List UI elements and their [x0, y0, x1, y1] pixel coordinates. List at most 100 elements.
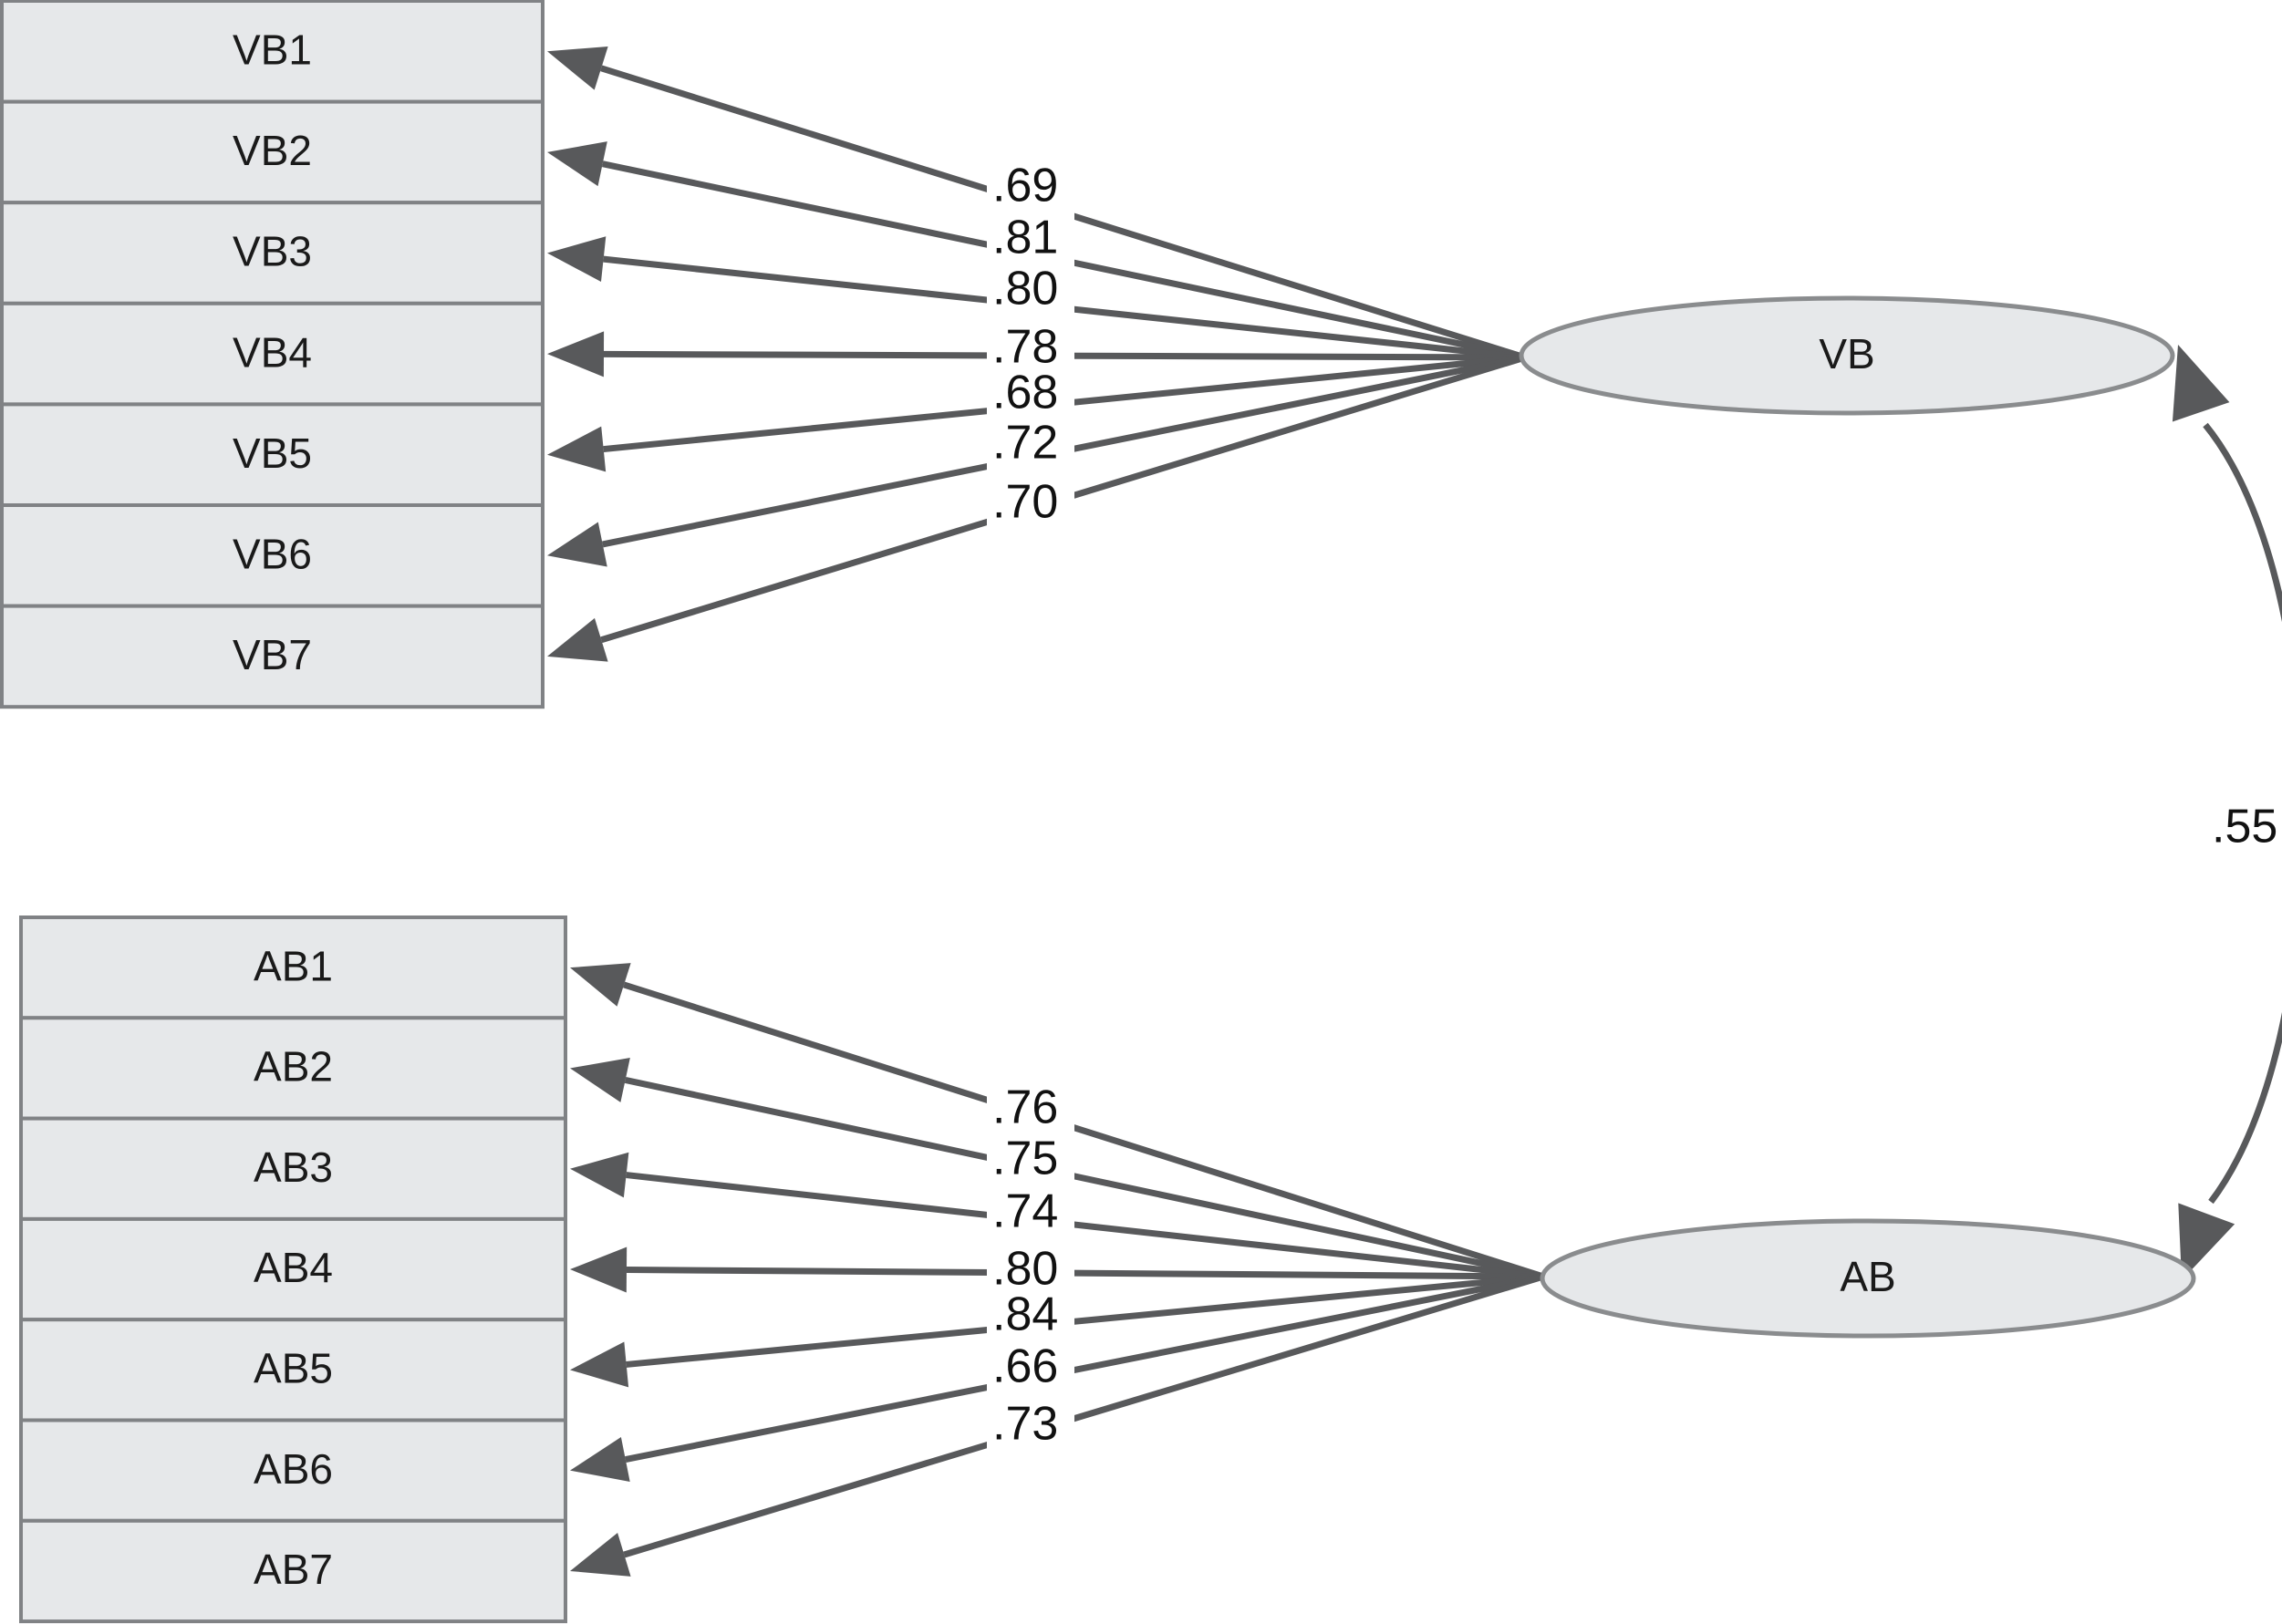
loading-arrowhead — [547, 522, 607, 567]
indicator-box-rect — [0, 604, 545, 709]
indicator-box-label: VB5 — [233, 429, 312, 477]
indicator-box: VB3 — [0, 201, 545, 305]
indicator-box-rect — [19, 1116, 567, 1221]
loading-path-line — [623, 981, 1545, 1280]
loading-arrowhead — [570, 1533, 631, 1577]
indicator-box-rect — [19, 1216, 567, 1322]
loading-value-text: .68 — [992, 367, 1058, 419]
correlation-label-group: .55 — [2204, 799, 2282, 857]
indicator-box: AB7 — [19, 1518, 567, 1624]
loading-value-backdrop — [987, 476, 1074, 531]
indicator-box-label: AB2 — [254, 1043, 333, 1091]
loading-value: .72 — [987, 417, 1074, 471]
factor-correlation-arc — [2172, 345, 2282, 1280]
indicator-box: VB5 — [0, 402, 545, 507]
loading-value-text: .72 — [992, 417, 1058, 470]
indicator-box-rect — [19, 1518, 567, 1624]
loading-path-line — [624, 1077, 1544, 1280]
loading-path-line — [623, 1273, 1545, 1558]
indicator-box: AB3 — [19, 1116, 567, 1221]
loading-value: .84 — [987, 1288, 1074, 1343]
indicator-box: AB6 — [19, 1418, 567, 1523]
correlation-arrowhead-top — [2172, 345, 2230, 422]
indicator-box-rect — [0, 301, 545, 407]
factor-ellipse — [1519, 295, 2175, 416]
correlation-arc-path — [2203, 422, 2282, 1205]
loading-value-text: .70 — [992, 476, 1058, 529]
loading-value-backdrop — [987, 160, 1074, 214]
loading-arrowhead — [570, 963, 631, 1007]
indicator-box: VB7 — [0, 604, 545, 709]
indicator-box-rect — [0, 99, 545, 205]
loading-value-text: .78 — [992, 321, 1058, 374]
latent-factor-vb: VB — [1519, 295, 2175, 416]
indicator-box: AB2 — [19, 1016, 567, 1121]
indicator-box-rect — [19, 915, 567, 1020]
indicator-box-label: AB6 — [254, 1445, 333, 1493]
loading-arrowhead — [570, 1057, 630, 1102]
indicator-box: AB1 — [19, 915, 567, 1020]
loading-arrowhead — [570, 1437, 630, 1483]
factor-ellipse — [1540, 1218, 2196, 1339]
indicator-box: VB2 — [0, 99, 545, 205]
loading-value-text: .66 — [992, 1340, 1058, 1393]
loading-value-text: .69 — [992, 160, 1058, 212]
indicator-box-rect — [0, 503, 545, 608]
loading-value-backdrop — [987, 1340, 1074, 1395]
indicator-box-label: VB1 — [233, 26, 312, 73]
loading-value: .73 — [987, 1398, 1074, 1453]
loading-value-backdrop — [987, 1081, 1074, 1136]
loading-value-backdrop — [987, 1398, 1074, 1453]
indicator-box: AB4 — [19, 1216, 567, 1322]
correlation-arrowhead-bottom — [2178, 1203, 2235, 1280]
loading-arrowhead — [547, 331, 605, 378]
loading-value: .68 — [987, 367, 1074, 421]
factor-label: VB — [1819, 330, 1874, 378]
indicator-box-label: AB4 — [254, 1244, 333, 1291]
loading-value-text: .80 — [992, 1243, 1058, 1296]
loading-value-backdrop — [987, 212, 1074, 266]
indicator-box-label: AB3 — [254, 1143, 333, 1191]
loading-label-group: .69.81.80.78.68.72.70.76.75.74.80.84.66.… — [987, 160, 1074, 1453]
indicator-box-rect — [0, 0, 545, 104]
loading-arrowhead — [547, 46, 608, 90]
loading-value-text: .74 — [992, 1185, 1058, 1238]
loading-value-backdrop — [987, 1133, 1074, 1187]
loading-value-text: .80 — [992, 263, 1058, 315]
loading-value: .80 — [987, 263, 1074, 317]
loading-value-text: .73 — [992, 1398, 1058, 1451]
indicator-box-label: VB2 — [233, 127, 312, 174]
correlation-value-backdrop — [2204, 799, 2282, 857]
loading-path-line — [625, 1273, 1544, 1463]
loading-value-backdrop — [987, 367, 1074, 421]
loading-value: .81 — [987, 212, 1074, 266]
loading-arrowhead — [547, 236, 607, 282]
loading-value-text: .81 — [992, 212, 1058, 264]
indicator-box: VB4 — [0, 301, 545, 407]
correlation-value-text: .55 — [2212, 801, 2277, 853]
indicator-box: VB6 — [0, 503, 545, 608]
indicator-box-label: VB4 — [233, 328, 312, 376]
correlation-value: .55 — [2204, 799, 2282, 857]
loading-arrowhead — [570, 1341, 629, 1388]
loading-value: .66 — [987, 1340, 1074, 1395]
latent-factor-ab: AB — [1540, 1218, 2196, 1339]
loading-path-line — [626, 1267, 1544, 1280]
loading-arrowhead — [547, 426, 607, 472]
indicator-box: VB1 — [0, 0, 545, 104]
indicator-box-rect — [19, 1318, 567, 1422]
indicator-box-label: VB6 — [233, 530, 312, 577]
indicator-box-label: AB1 — [254, 942, 333, 989]
loading-value-text: .75 — [992, 1133, 1058, 1185]
loading-value: .74 — [987, 1185, 1074, 1240]
loading-arrowhead — [547, 141, 607, 187]
loading-value: .70 — [987, 476, 1074, 531]
indicator-box-label: VB3 — [233, 228, 312, 275]
factor-label: AB — [1840, 1253, 1895, 1300]
indicator-box-label: VB7 — [233, 631, 312, 678]
indicator-box-label: AB5 — [254, 1345, 333, 1392]
loading-value: .75 — [987, 1133, 1074, 1187]
loading-path-line — [626, 1273, 1544, 1368]
